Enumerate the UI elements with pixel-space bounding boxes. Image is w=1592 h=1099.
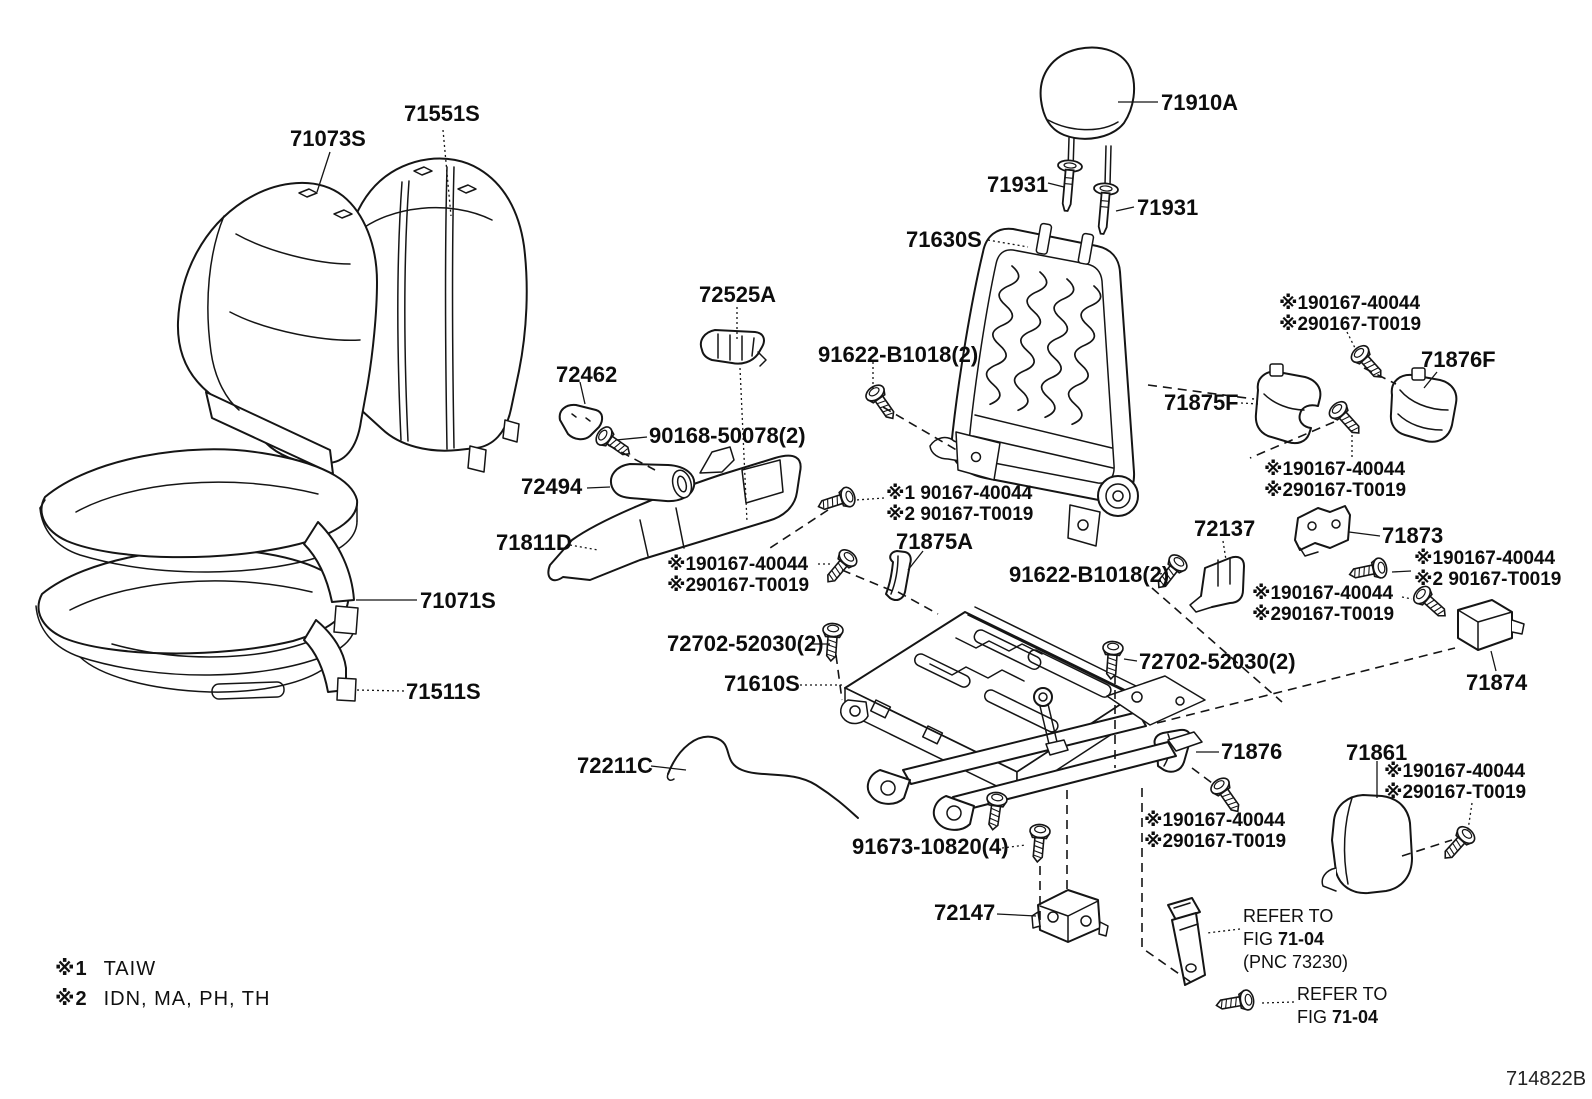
seat-adjuster-71610s [840,606,1206,831]
legend-text-2: IDN, MA, PH, TH [103,988,271,1010]
seatbelt-buckle-ref [1167,897,1206,986]
part-label-71876: 71876 [1221,739,1283,764]
part-label-72702-52030-left: 72702-52030(2) [667,631,824,656]
figure-code: 714822B [1506,1068,1587,1090]
part-label-71875f: 71875F [1164,390,1239,415]
seatback-frame-71630s [929,222,1139,547]
fastener-note-line: ※190167-40044 [1414,548,1556,569]
part-label-91622-b1018-upper: 91622-B1018(2) [818,342,979,367]
part-label-71551s: 71551S [404,101,480,126]
part-label-71873: 71873 [1382,523,1444,548]
fastener-note-line: ※190167-40044 [1279,293,1421,314]
fastener-note-line: ※1 90167-40044 [886,483,1033,504]
side-shield-71811d [547,446,802,582]
leader-lines [316,101,1497,1004]
part-label-91622-b1018-lower: 91622-B1018(2) [1009,562,1170,587]
part-label-71511s: 71511S [406,679,481,704]
fastener-note-line: ※190167-40044 [1264,459,1406,480]
part-label-71874: 71874 [1466,670,1528,695]
small-parts [558,329,1525,943]
seatback-cover-71073s [176,181,378,475]
fastener-note-line: ※190167-40044 [1252,583,1394,604]
fastener-note-line: ※190167-40044 [1144,810,1286,831]
part-label-72494: 72494 [521,474,583,499]
fastener-note-line: ※190167-40044 [667,554,809,575]
fastener-note-6: ※190167-40044 ※290167-T0019 [1384,761,1526,803]
fastener-note-7: ※190167-40044 ※290167-T0019 [1144,810,1286,852]
reference-line: REFER TO [1297,984,1388,1004]
fastener-note-line: ※2 90167-T0019 [886,504,1034,525]
fastener-note-5: ※190167-40044 ※290167-T0019 [1252,583,1394,625]
headrest-71910a [1039,46,1136,186]
assembly-dash-lines [607,367,1456,986]
part-label-71931-left: 71931 [987,172,1049,197]
part-label-72147: 72147 [934,900,996,925]
seatback-pad-71551s [340,157,528,473]
part-label-72525a: 72525A [699,282,777,307]
part-label-72702-52030-right: 72702-52030(2) [1139,649,1296,674]
fastener-note-line: ※290167-T0019 [667,575,810,596]
part-label-72137: 72137 [1194,516,1256,541]
fastener-note-1: ※190167-40044 ※290167-T0019 [1264,459,1406,501]
fastener-note-line: ※290167-T0019 [1384,782,1527,803]
part-label-71073s: 71073S [290,126,366,151]
cushion-pad-71511s [35,548,357,702]
fastener-note-3: ※190167-40044 ※290167-T0019 [667,554,809,596]
reference-line: REFER TO [1243,906,1334,926]
part-label-71876f: 71876F [1421,347,1496,372]
cushion-cover-71071s [39,448,359,635]
part-label-72211c: 72211C [577,753,653,778]
fastener-note-line: ※290167-T0019 [1252,604,1395,625]
part-label-71811d: 71811D [496,530,572,555]
part-label-71071s: 71071S [420,588,496,613]
part-label-91673-10820: 91673-10820(4) [852,834,1009,859]
reference-line: (PNC 73230) [1243,952,1349,972]
part-label-71610s: 71610S [724,671,800,696]
fastener-note-4: ※190167-40044 ※2 90167-T0019 [1414,548,1561,590]
reference-mark-2: ※2 [55,988,88,1010]
legend-note-2: ※2 IDN, MA, PH, TH [55,986,270,1011]
part-label-90168-50078: 90168-50078(2) [649,423,806,448]
part-label-71630s: 71630S [906,227,982,252]
fastener-note-line: ※290167-T0019 [1279,314,1422,335]
part-label-71861: 71861 [1346,740,1408,765]
legend-note-1: ※1 TAIW [55,956,156,981]
part-label-71931-right: 71931 [1137,195,1199,220]
part-label-72462: 72462 [556,362,618,387]
fastener-note-2: ※1 90167-40044 ※2 90167-T0019 [886,483,1033,525]
headrest-supports-71931 [1053,158,1120,236]
fastener-note-line: ※190167-40044 [1384,761,1526,782]
fastener-note-0: ※190167-40044 ※290167-T0019 [1279,293,1421,335]
fastener-note-line: ※290167-T0019 [1264,480,1407,501]
lock-release-wire-72211c [666,735,859,819]
reference-mark-1: ※1 [55,958,88,980]
part-label-71910a: 71910A [1161,90,1239,115]
fastener-note-line: ※290167-T0019 [1144,831,1287,852]
fastener-note-line: ※2 90167-T0019 [1414,569,1562,590]
part-label-71875a: 71875A [896,529,974,554]
legend-text-1: TAIW [103,958,157,980]
recline-handle-72494 [610,463,696,503]
